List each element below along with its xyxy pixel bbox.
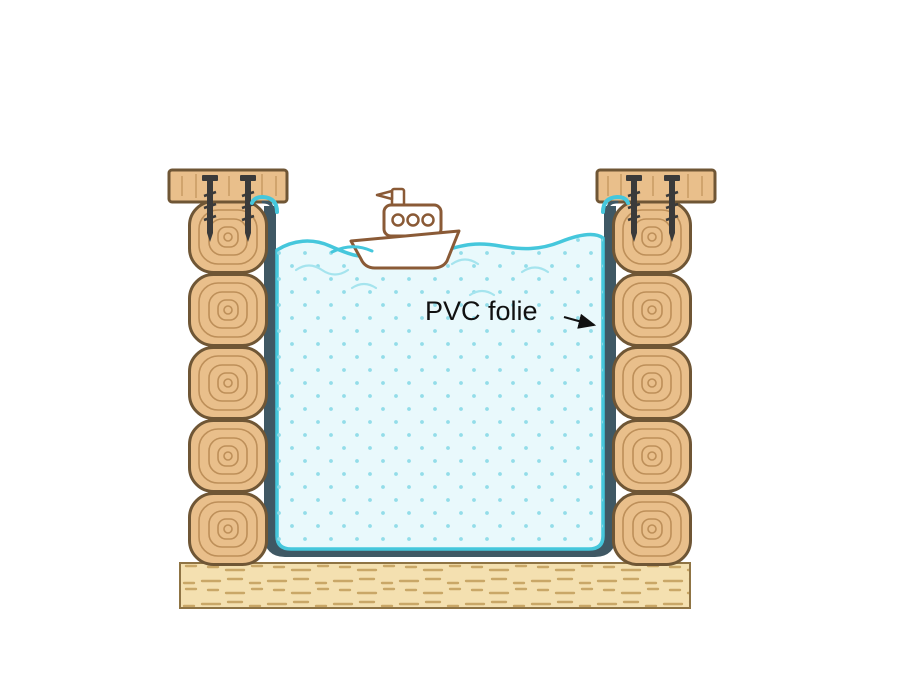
pvc-folie-label: PVC folie xyxy=(425,296,538,326)
screw-tip xyxy=(207,233,213,242)
liner-curl-dark-left xyxy=(261,200,274,211)
screw-thread xyxy=(665,190,679,198)
water-body xyxy=(275,232,605,551)
screw-thread xyxy=(665,202,679,210)
log-cross-section xyxy=(612,200,692,274)
wave-lines xyxy=(294,258,550,297)
wave-squiggle xyxy=(468,289,496,297)
screw xyxy=(240,175,256,242)
log-cross-section xyxy=(612,273,692,347)
screw-head xyxy=(664,175,680,181)
screw-head xyxy=(202,175,218,181)
screw-head xyxy=(240,175,256,181)
boat-pennant xyxy=(375,189,394,201)
boat-window xyxy=(421,213,435,227)
log-cross-section xyxy=(612,346,692,420)
wave-squiggle xyxy=(450,258,480,266)
liner-curl-dark-right xyxy=(606,200,619,211)
wave-front-of-boat xyxy=(330,245,374,254)
log-cross-section xyxy=(188,492,268,566)
right-log-column xyxy=(595,168,717,566)
screw xyxy=(626,175,642,242)
screw-thread xyxy=(665,214,679,222)
liner-top-curls xyxy=(250,194,630,214)
screw-tip xyxy=(669,233,675,242)
log-cross-section xyxy=(188,273,268,347)
screw-thread xyxy=(627,190,641,198)
boat-hull xyxy=(349,229,461,270)
log-cross-section xyxy=(612,492,692,566)
boat-window xyxy=(406,213,420,227)
annotation: PVC folie xyxy=(425,296,597,329)
log-cross-section xyxy=(188,200,268,274)
wood-plank-left xyxy=(167,168,289,204)
boat-illustration xyxy=(330,187,461,270)
ground-texture xyxy=(181,564,689,607)
ground-base xyxy=(179,562,691,609)
liner-curl-left xyxy=(250,194,279,214)
log-cross-section xyxy=(612,419,692,493)
screw-thread xyxy=(203,190,217,198)
screw-thread xyxy=(203,202,217,210)
screw-thread xyxy=(627,214,641,222)
wave-squiggle xyxy=(350,282,378,290)
screw-thread xyxy=(241,214,255,222)
screw-tip xyxy=(631,233,637,242)
screw-thread xyxy=(241,190,255,198)
wave-squiggle xyxy=(520,266,550,274)
screw xyxy=(664,175,680,242)
screw xyxy=(202,175,218,242)
screw-tip xyxy=(245,233,251,242)
log-cross-section xyxy=(188,346,268,420)
wave-squiggle xyxy=(294,264,350,276)
log-cross-section xyxy=(188,419,268,493)
water-dots-overlay xyxy=(277,234,603,549)
boat-window xyxy=(391,213,405,227)
screw-head xyxy=(626,175,642,181)
screw-thread xyxy=(203,214,217,222)
left-log-column xyxy=(167,168,289,566)
label-arrow xyxy=(563,313,597,329)
boat-funnel xyxy=(390,187,406,208)
liner-curl-right xyxy=(601,194,630,214)
pvc-liner xyxy=(264,206,616,557)
screw-thread xyxy=(627,202,641,210)
